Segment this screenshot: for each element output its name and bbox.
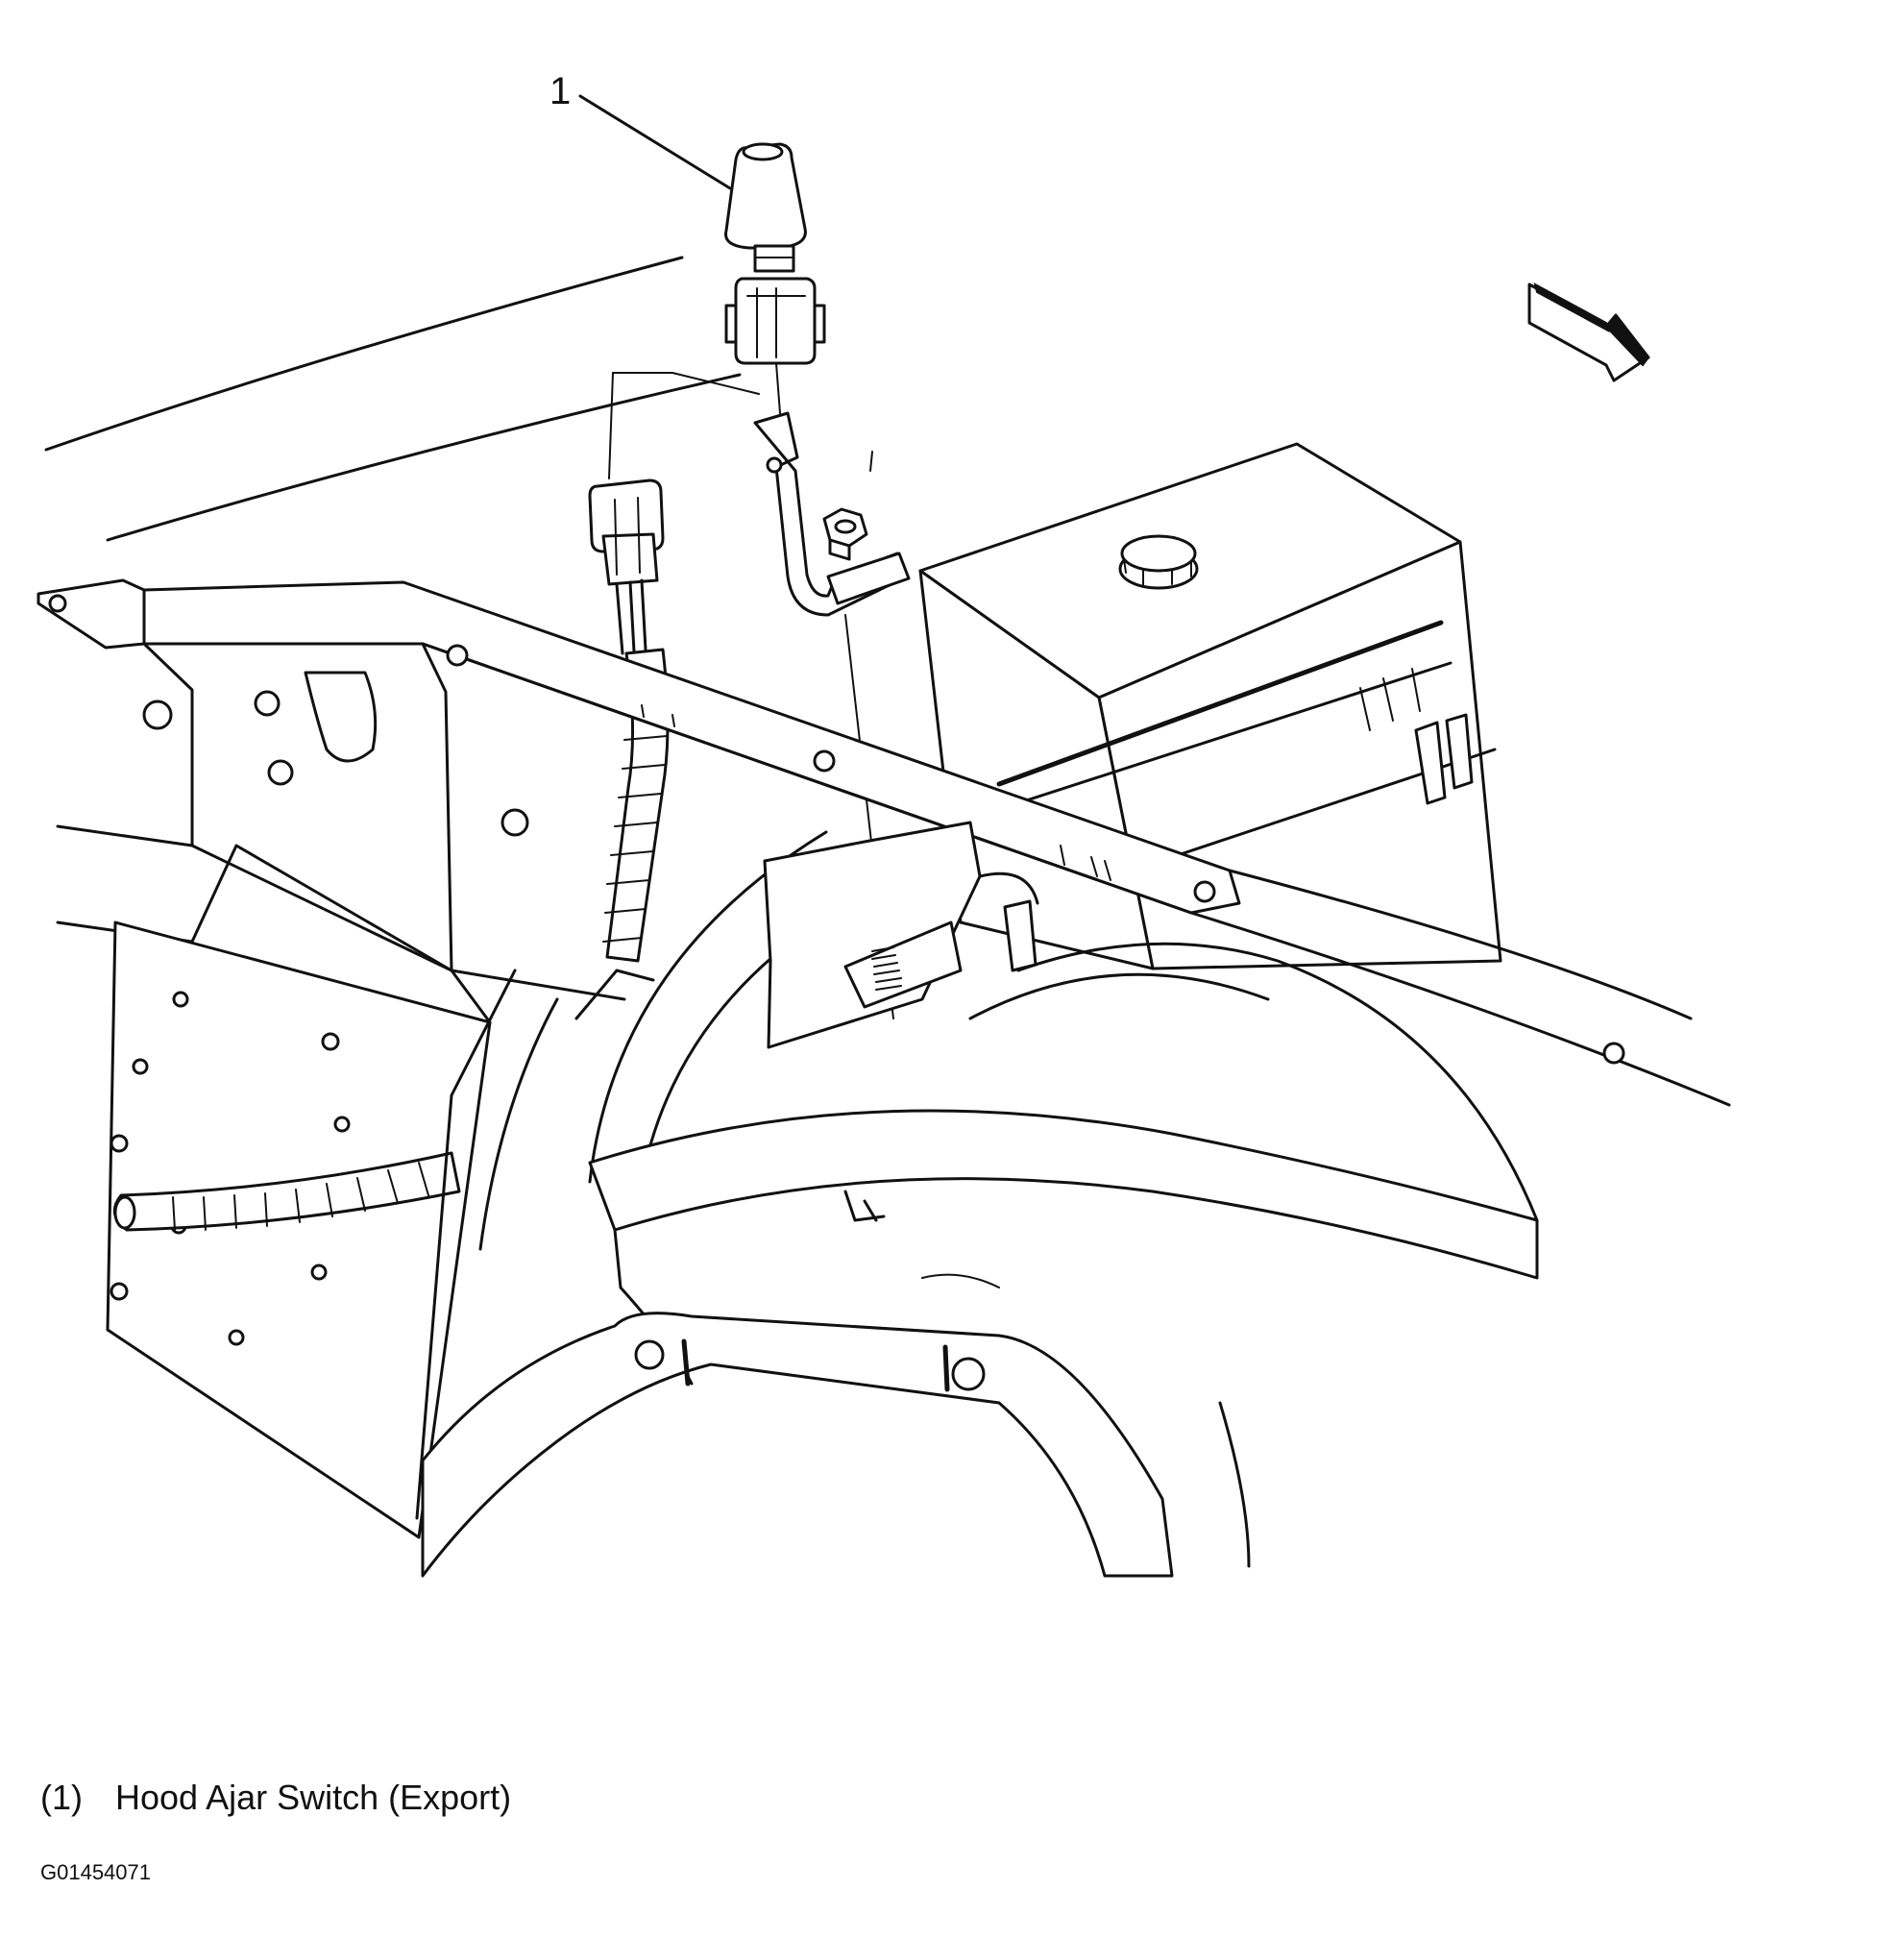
guide-line-switch — [775, 362, 781, 414]
guide-line-vertical — [608, 372, 614, 479]
legend-number: (1) — [40, 1778, 83, 1817]
strut-panel — [415, 969, 559, 1520]
hood-edge-line-inner — [106, 373, 742, 542]
left-lug — [37, 578, 146, 650]
latch-bracket — [763, 821, 1039, 1222]
wheel-well — [421, 830, 1539, 1578]
guide-line — [612, 372, 760, 395]
guide-line-nut — [869, 451, 873, 472]
hex-nut — [822, 507, 868, 561]
callout-number: 1 — [549, 70, 571, 112]
switch-mounting-bracket — [753, 411, 911, 617]
legend-label: Hood Ajar Switch (Export) — [115, 1778, 512, 1817]
conduit-end — [574, 969, 655, 1020]
diagram-artwork: 1 — [37, 70, 1731, 1578]
inner-fender-panel — [106, 920, 492, 1539]
radiator-support-panel — [56, 642, 626, 1024]
hood-ajar-switch-diagram: 1 — [37, 70, 1731, 1578]
figure-id: G01454071 — [40, 1860, 151, 1884]
hood-ajar-switch — [724, 142, 826, 365]
callout-leader-line — [578, 94, 732, 190]
forward-arrow-icon — [1527, 282, 1650, 382]
legend-caption: (1) Hood Ajar Switch (Export) — [40, 1778, 511, 1818]
hood-edge-line — [44, 256, 684, 452]
